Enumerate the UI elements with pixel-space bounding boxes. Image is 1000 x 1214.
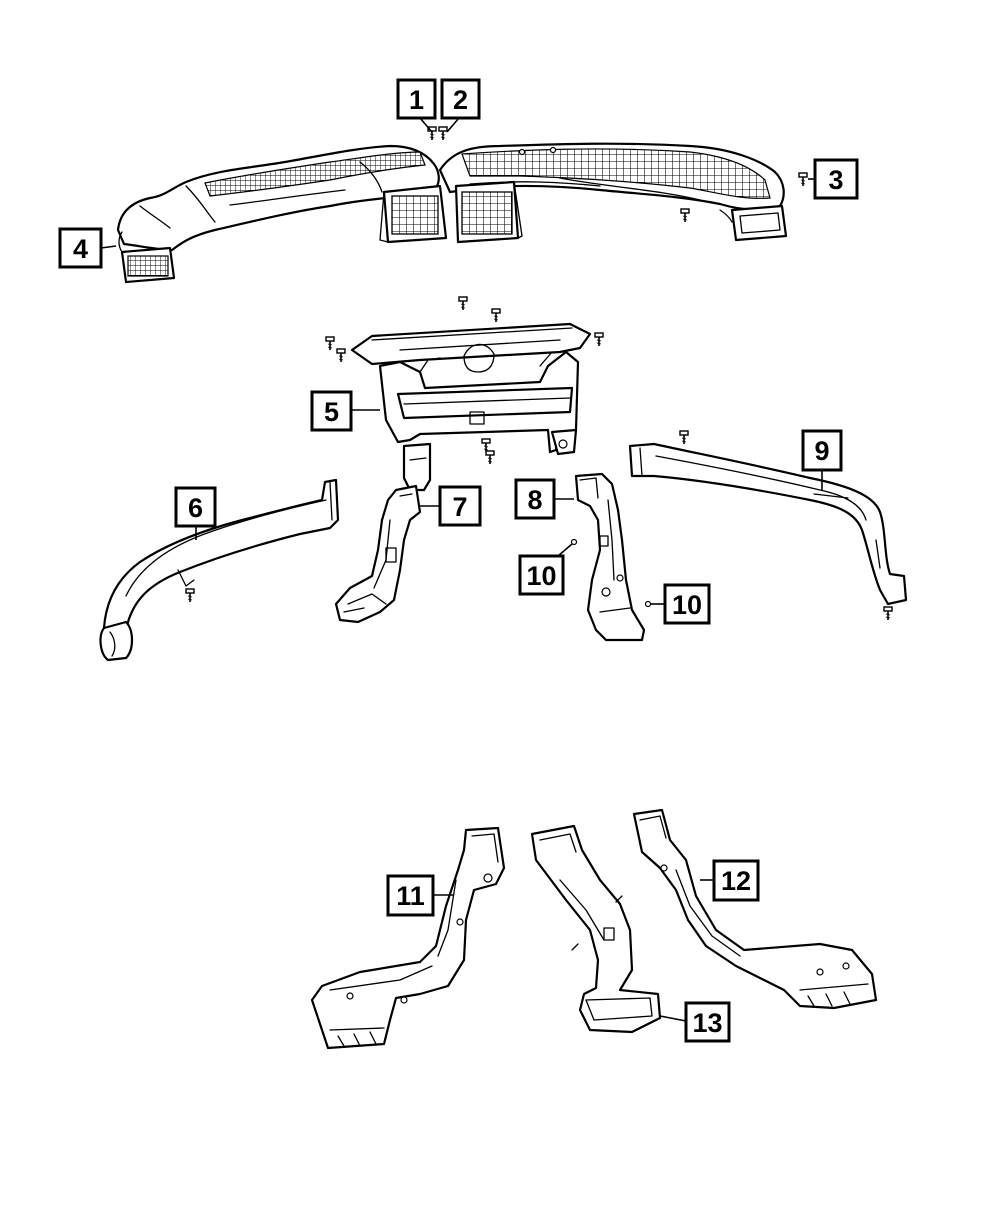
callout-9-text: 9 — [814, 436, 829, 466]
right-floor-duct — [628, 430, 908, 621]
callout-3: 3 — [813, 158, 859, 200]
callout-11-text: 11 — [396, 881, 425, 911]
callout-1-text: 1 — [409, 85, 424, 115]
callout-12-text: 12 — [721, 866, 751, 896]
callout-3-text: 3 — [828, 165, 843, 195]
callout-13-text: 13 — [692, 1008, 722, 1038]
callout-7-text: 7 — [452, 492, 467, 522]
right-center-floor-duct — [570, 472, 652, 642]
callout-10-lower-text: 10 — [672, 590, 702, 620]
callout-7: 7 — [438, 485, 482, 527]
right-rear-floor-duct — [632, 808, 878, 1010]
callout-9: 9 — [801, 429, 843, 472]
callout-5: 5 — [310, 390, 353, 432]
left-floor-duct — [99, 478, 340, 662]
callout-10-upper: 10 — [518, 554, 565, 596]
callout-12: 12 — [712, 859, 760, 902]
callout-11: 11 — [386, 874, 435, 917]
callout-4: 4 — [58, 227, 103, 269]
callout-10-lower: 10 — [663, 583, 711, 625]
callout-8: 8 — [514, 478, 556, 520]
center-rear-floor-duct — [530, 824, 662, 1034]
callout-2-text: 2 — [453, 85, 468, 115]
callout-8-text: 8 — [527, 485, 542, 515]
left-rear-floor-duct — [310, 826, 506, 1050]
left-center-floor-duct — [334, 484, 422, 624]
instrument-panel-duct — [116, 126, 808, 284]
callout-2: 2 — [440, 78, 481, 120]
callout-13: 13 — [684, 1001, 731, 1043]
callout-4-text: 4 — [73, 234, 88, 264]
callout-5-text: 5 — [324, 397, 339, 427]
callout-6-text: 6 — [188, 493, 203, 523]
callout-6: 6 — [174, 486, 217, 528]
callout-1: 1 — [396, 78, 437, 120]
callout-10-upper-text: 10 — [526, 561, 556, 591]
leader-lines — [100, 117, 823, 1022]
center-duct-bracket — [325, 296, 604, 492]
